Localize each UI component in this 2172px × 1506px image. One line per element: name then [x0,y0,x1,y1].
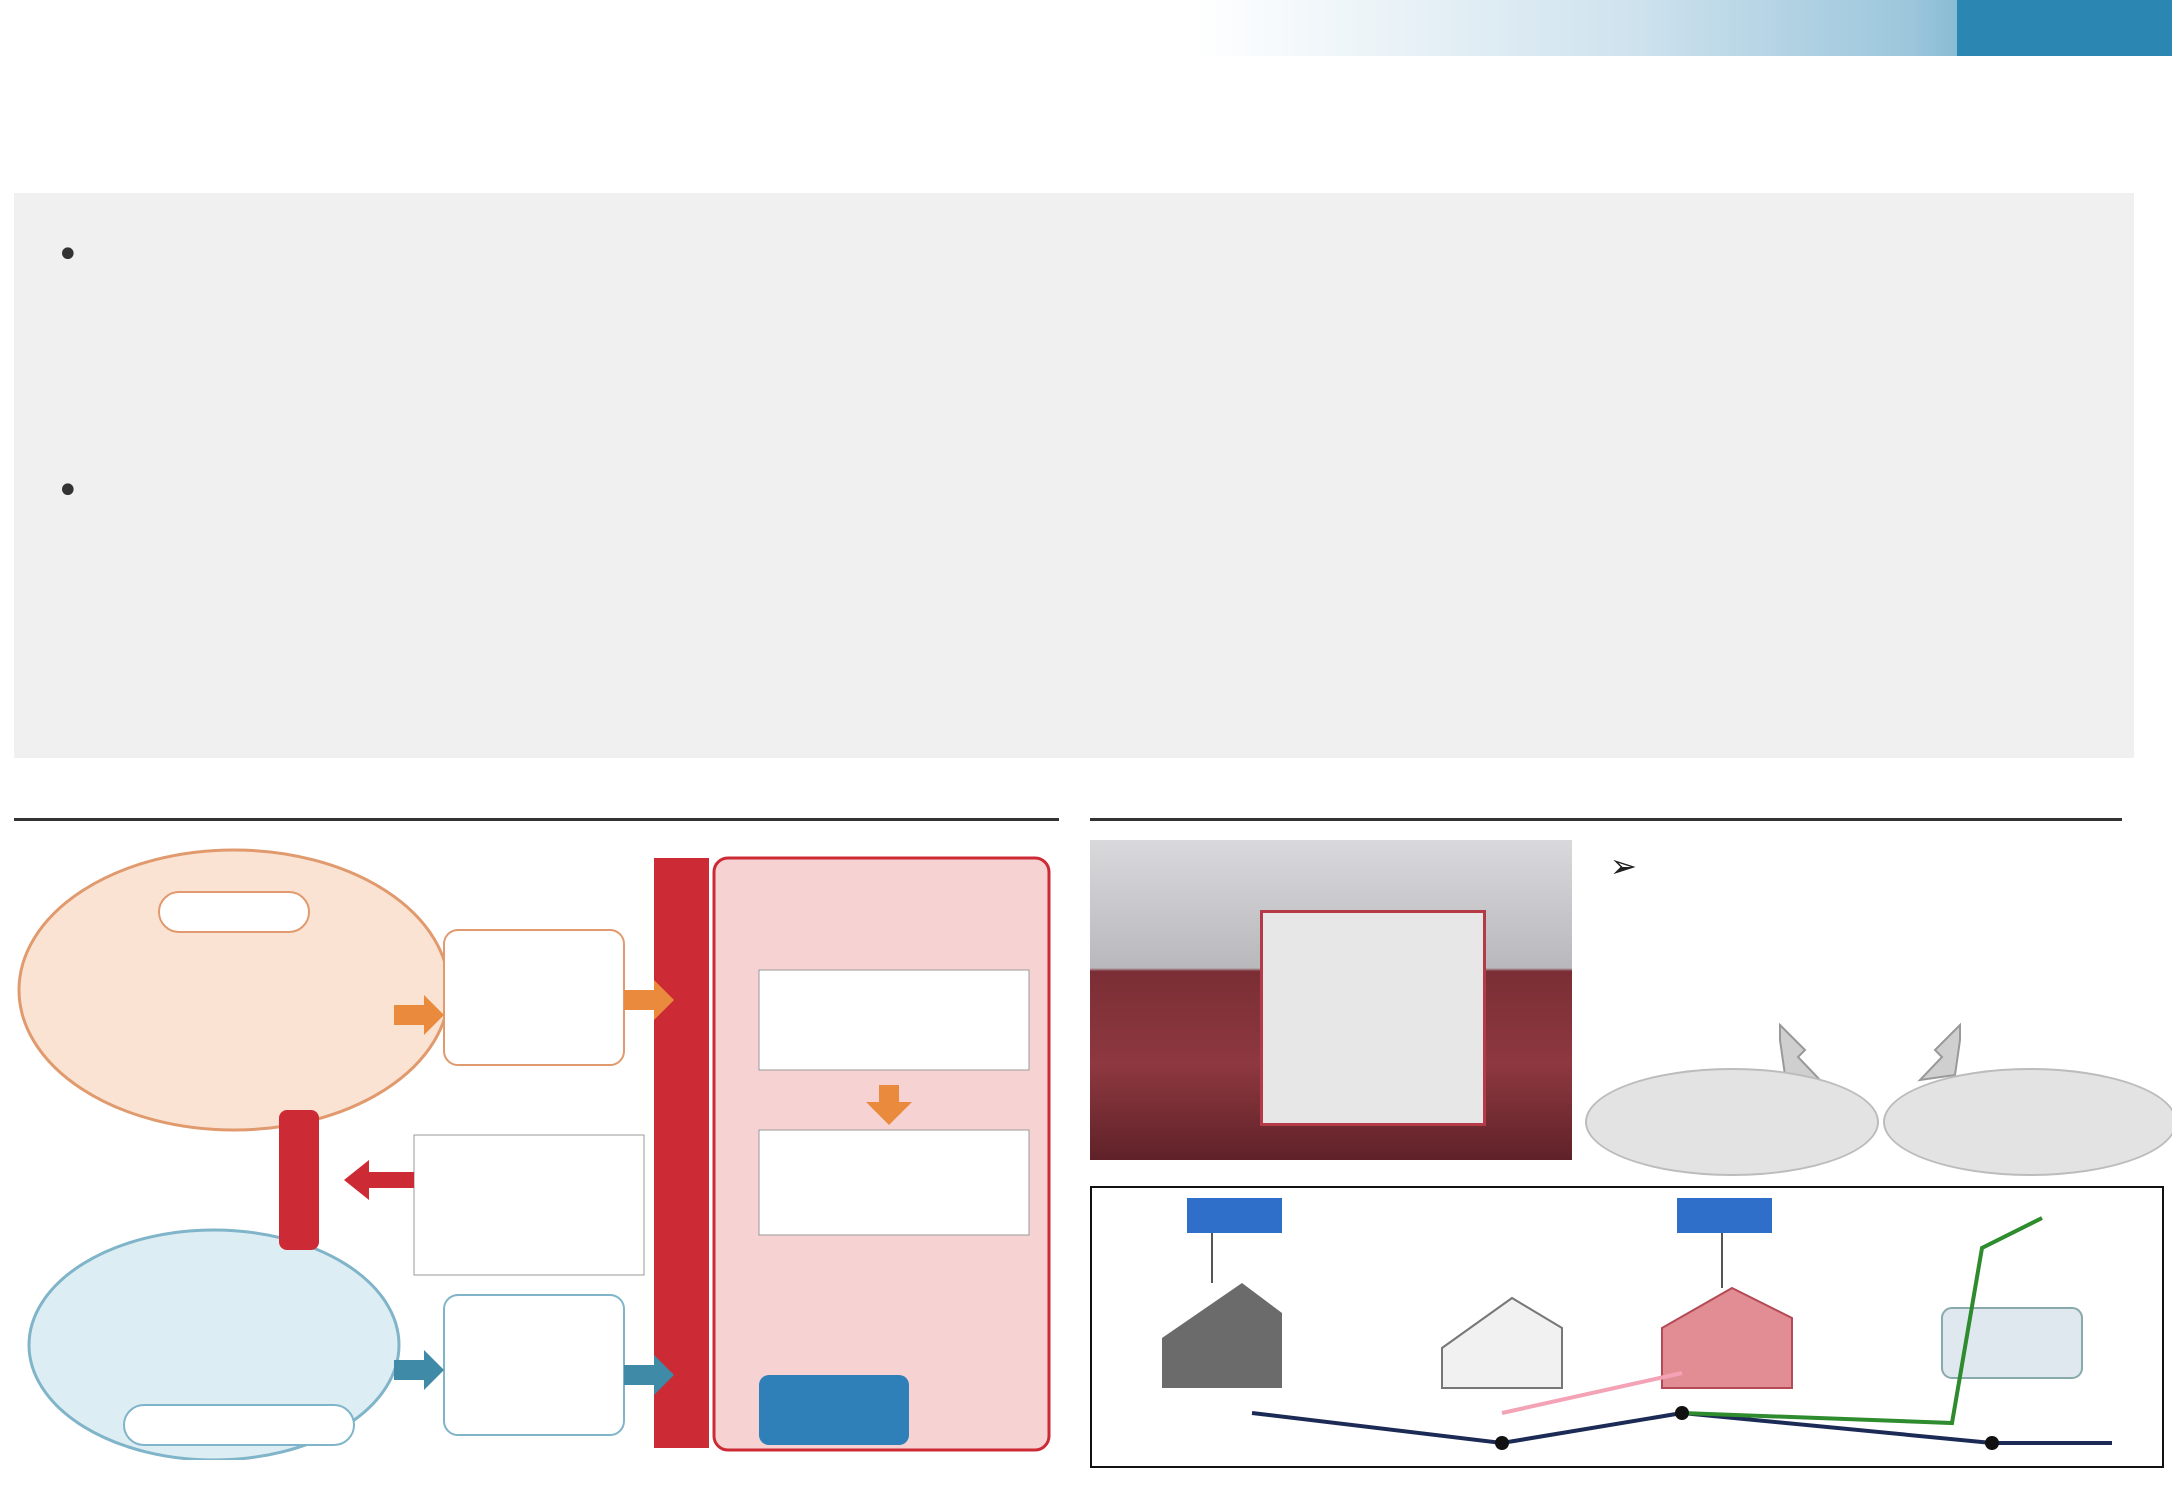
remote-charger-box [279,1110,319,1250]
node-1 [1495,1436,1509,1450]
house-2 [1441,1296,1563,1389]
smart-house-window [1260,910,1486,1126]
right-section-rule [1090,818,2122,821]
control-screen-panel [1090,1186,2164,1468]
house-1 [1162,1283,1282,1388]
remote-control-ellipse [1585,1068,1879,1176]
left-section-rule [14,818,1059,821]
grid-line-1 [1251,1411,1683,1446]
arrow-pv-surplus [866,1085,912,1125]
node-3 [1985,1436,1999,1450]
power-company-box [443,929,625,1066]
bullet-dot-icon: • [56,232,80,278]
ev-max-absorb-chart [413,1134,645,1276]
v2g-car [1941,1307,2083,1379]
smart-house-photo [1090,840,1572,1160]
arrow-power-data [624,980,674,1020]
ev-bus-shape [759,1375,909,1445]
cybersecurity-ellipse [1883,1068,2172,1176]
top-accent-bar [0,0,2172,56]
charge-plan-chart [758,1129,1030,1236]
arrow-charge-command [344,1160,414,1200]
solar-panel-2 [1677,1198,1772,1233]
bullet-box [14,193,2134,758]
arrow-transit-data [624,1355,674,1395]
grid-line-3 [1681,1411,2112,1445]
demo-diagram-svg [17,848,1051,1462]
pv-forecast-chart [758,969,1030,1071]
top-accent-block [1957,0,2172,56]
node-2 [1675,1406,1689,1420]
down-arrows-icon [1779,1022,1961,1082]
arrow-power-company [394,995,444,1035]
transit-operator-box [443,1294,625,1436]
power-network-label-box [158,891,310,933]
control-screen-svg [1162,1198,2112,1450]
demo-diagram [14,840,1054,1462]
transport-network-label-box [123,1404,355,1446]
arrow-transit [394,1350,444,1390]
green-line [1681,1216,2043,1426]
ems-platform-column [654,858,709,1448]
solar-panel-1 [1187,1198,1282,1233]
grid-line-2 [1501,1371,1683,1415]
bullet-dot-icon: • [56,468,80,514]
